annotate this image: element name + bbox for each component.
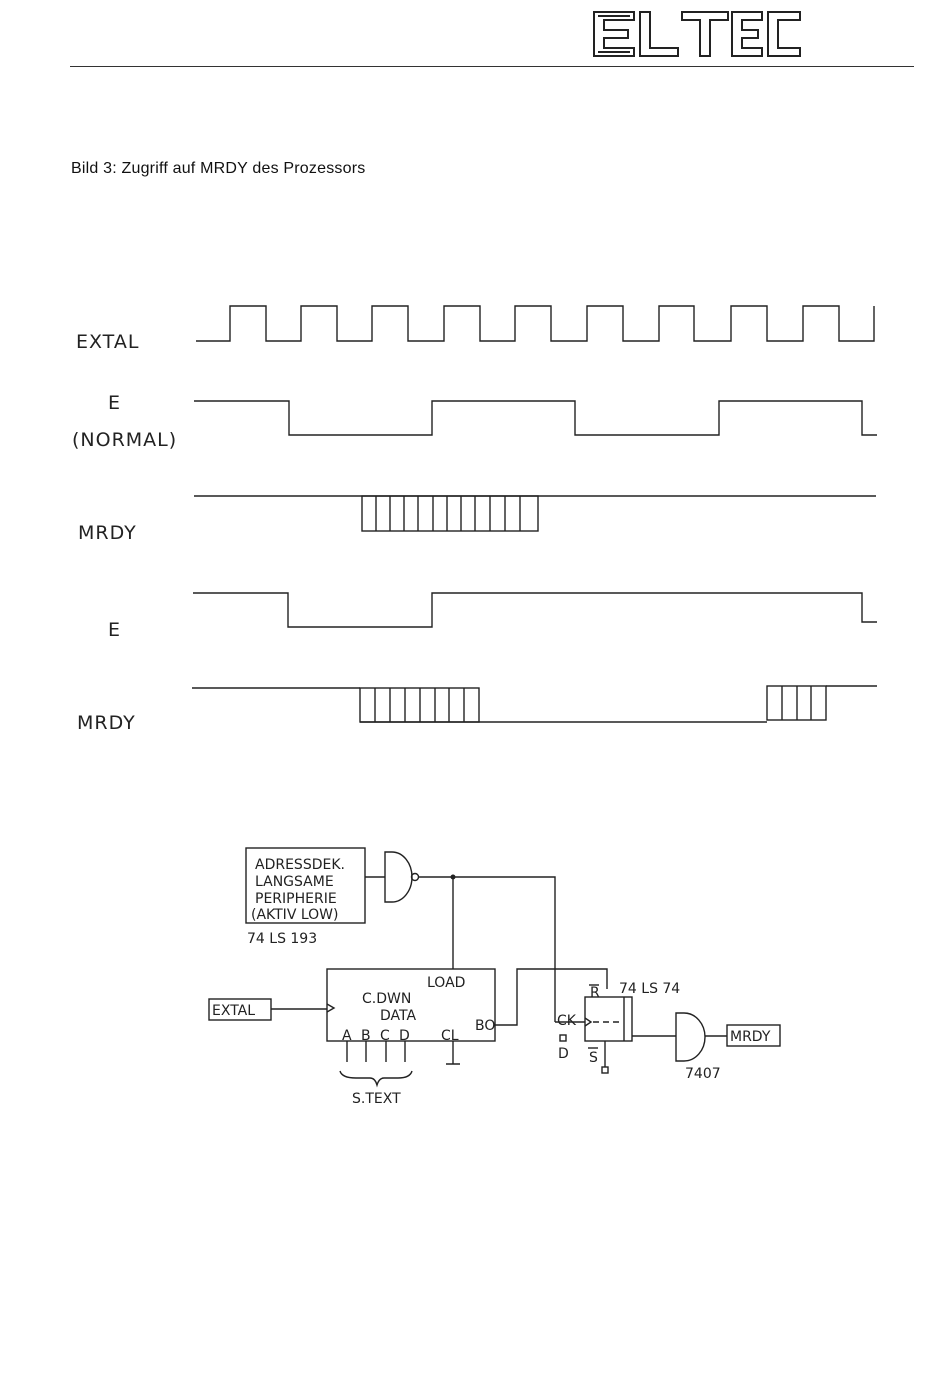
counter-func-2: DATA [380,1008,416,1024]
counter-clock-marker [327,1004,334,1012]
waveform-e-normal [194,401,877,435]
extal-input-label: EXTAL [212,1003,255,1019]
decoder-line-3: PERIPHERIE [255,891,337,907]
wire-cl-ground [446,1041,460,1064]
flipflop-set-label: S [589,1050,598,1066]
flipflop-box [585,997,632,1041]
counter-bo-label: BO [475,1018,495,1034]
preset-brace [340,1071,412,1085]
preset-input-lines [347,1041,405,1062]
mrdy-2-hatch-a [360,688,479,722]
counter-input-c: C [380,1028,390,1044]
data-input-pin [560,1035,566,1041]
mrdy-output-label: MRDY [730,1029,771,1045]
counter-func-1: C.DWN [362,991,411,1007]
wire-nand-output [418,877,555,1022]
nand-gate [385,852,412,902]
counter-load-label: LOAD [427,975,465,991]
counter-cl-label: CL [441,1028,459,1044]
waveform-mrdy-2 [192,686,877,722]
flipflop-data-label: D [558,1046,569,1062]
flipflop-part-number: 74 LS 74 [619,981,680,997]
gate-part-number: 7407 [685,1066,721,1082]
flipflop-clock-label: CK [557,1013,577,1029]
set-input-pin [602,1067,608,1073]
flipflop-reset-label: R [590,985,600,1001]
preset-note: S.TEXT [352,1091,401,1107]
waveform-e-stretched [193,593,877,627]
waveform-extal [196,306,874,341]
decoder-line-4: (AKTIV LOW) [251,907,338,923]
counter-part-number: 74 LS 193 [247,931,317,947]
decoder-line-1: ADRESSDEK. [255,857,345,873]
flipflop-clock-marker [585,1018,591,1026]
output-gate [676,1013,705,1061]
mrdy-1-hatch [362,496,538,531]
decoder-line-2: LANGSAME [255,874,334,890]
mrdy-2-hatch-b [767,686,826,720]
